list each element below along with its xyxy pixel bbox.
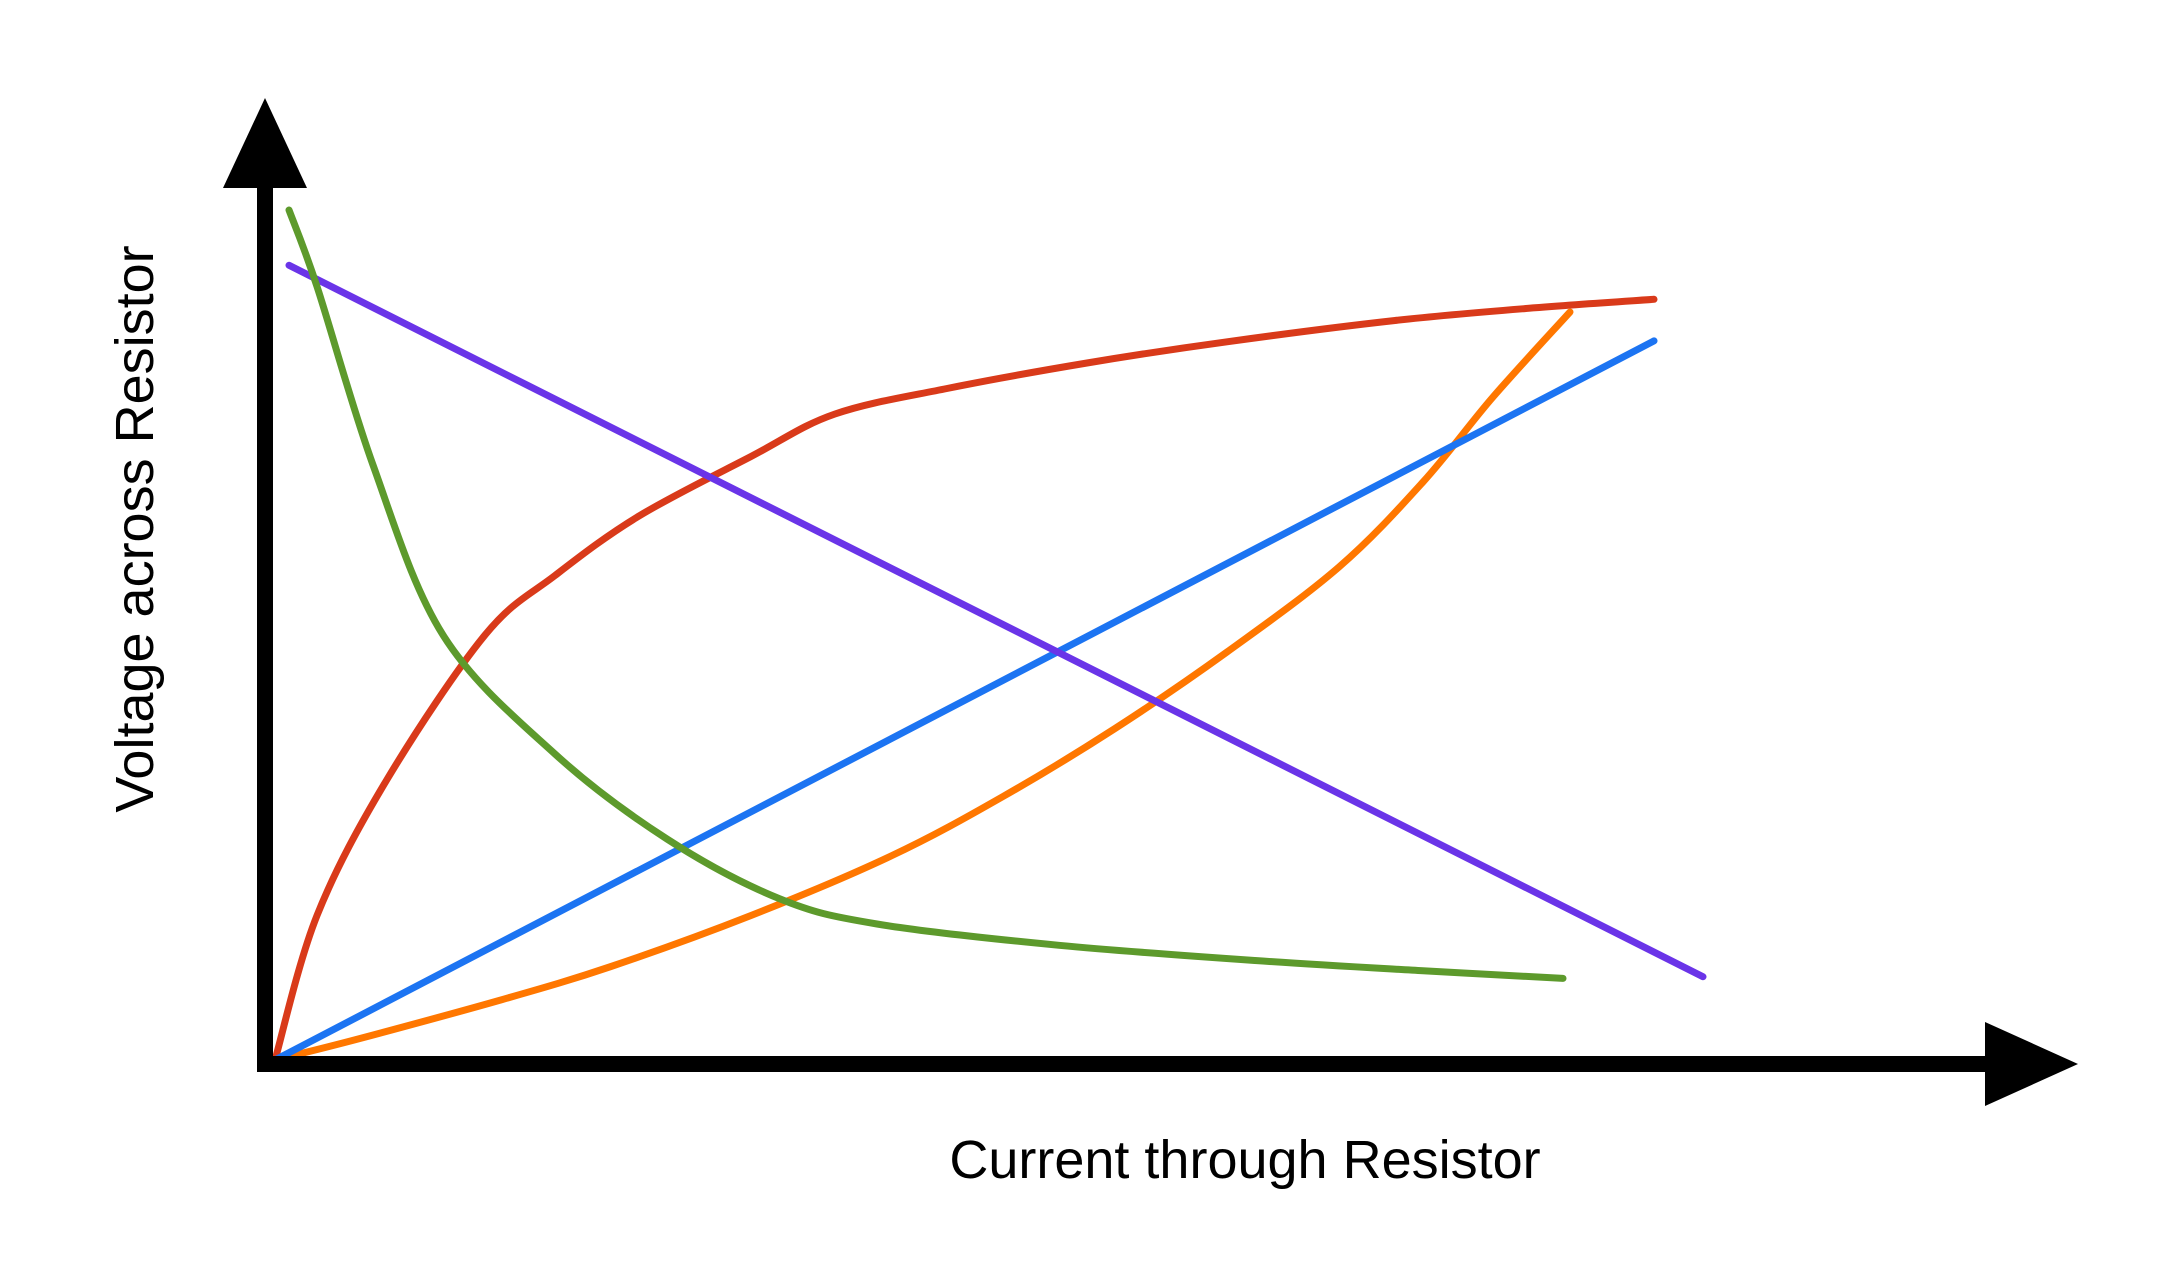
series-layer xyxy=(271,206,1707,1064)
series-line-5 xyxy=(285,206,1567,982)
series-line-4 xyxy=(285,261,1707,981)
y-axis-label: Voltage across Resistor xyxy=(105,245,165,812)
y-axis-arrowhead xyxy=(223,98,307,188)
series-line-1 xyxy=(271,295,1658,1064)
x-axis-arrowhead xyxy=(1985,1022,2078,1106)
series-line-3 xyxy=(271,337,1658,1064)
x-axis-label: Current through Resistor xyxy=(949,1130,1540,1190)
series-line-2 xyxy=(271,308,1574,1064)
